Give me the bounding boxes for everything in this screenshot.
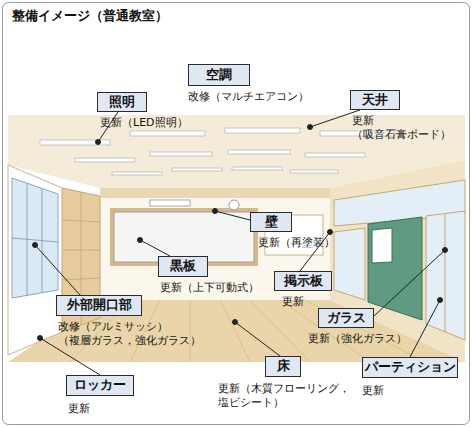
work-description: 更新（木質フローリング， 塩ビシート）: [218, 382, 360, 410]
clock: [229, 200, 239, 210]
work-description: 更新: [362, 384, 442, 398]
part-name: ガラス: [318, 308, 374, 328]
right-window: [426, 211, 465, 340]
corridor-window: [334, 228, 365, 300]
callout-label: 黒板更新（上下可動式）: [158, 256, 208, 277]
callout-label: 床更新（木質フローリング， 塩ビシート）: [265, 356, 301, 377]
part-name: 外部開口部: [56, 295, 142, 316]
work-description: 更新: [282, 295, 342, 309]
part-name: 壁: [250, 212, 292, 232]
callout-label: 天井更新 （吸音石膏ボード）: [350, 90, 400, 110]
work-description: 更新 （吸音石膏ボード）: [352, 114, 462, 142]
part-name: 空調: [188, 64, 250, 86]
callout-label: 照明更新（LED照明）: [97, 92, 147, 112]
work-description: 改修（アルミサッシ） （複層ガラス，強化ガラス）: [58, 320, 210, 348]
callout-label: 掲示板更新: [274, 271, 332, 291]
callout-label: 外部開口部改修（アルミサッシ） （複層ガラス，強化ガラス）: [56, 295, 142, 316]
left-wall: [8, 165, 62, 355]
work-description: 更新（LED照明）: [100, 116, 230, 130]
callout-label: パーティション更新: [362, 357, 448, 378]
speaker: [150, 200, 190, 206]
work-description: 更新（再塗装）: [258, 236, 368, 250]
work-description: 更新（強化ガラス）: [308, 332, 438, 346]
window-mullion: [445, 214, 446, 332]
part-name: 床: [265, 356, 301, 377]
part-name: 黒板: [158, 256, 208, 277]
window-mullions: [12, 183, 58, 296]
callout-label: 壁更新（再塗装）: [250, 212, 292, 232]
leader-lines: [33, 110, 448, 375]
part-name: 照明: [97, 92, 147, 112]
back-wall-trim: [100, 188, 330, 198]
outer-frame: [3, 3, 470, 425]
right-wall: [330, 160, 465, 362]
part-name: ロッカー: [66, 375, 134, 396]
left-windows: [12, 178, 58, 298]
work-description: 改修（マルチエアコン）: [188, 90, 338, 104]
diagram-title: 整備イメージ（普通教室）: [12, 7, 168, 25]
work-description: 更新: [68, 402, 128, 416]
work-description: 更新（上下可動式）: [160, 281, 290, 295]
ceiling-lights: [40, 128, 395, 175]
callout-label: ロッカー更新: [66, 375, 134, 396]
blackboard: [114, 212, 254, 262]
part-name: 天井: [350, 90, 400, 110]
callout-label: 空調改修（マルチエアコン）: [188, 64, 250, 86]
part-name: 掲示板: [274, 271, 332, 291]
callout-label: ガラス更新（強化ガラス）: [318, 308, 374, 328]
part-name: パーティション: [362, 357, 458, 378]
partition-door: [368, 217, 422, 320]
door-window: [372, 228, 392, 263]
